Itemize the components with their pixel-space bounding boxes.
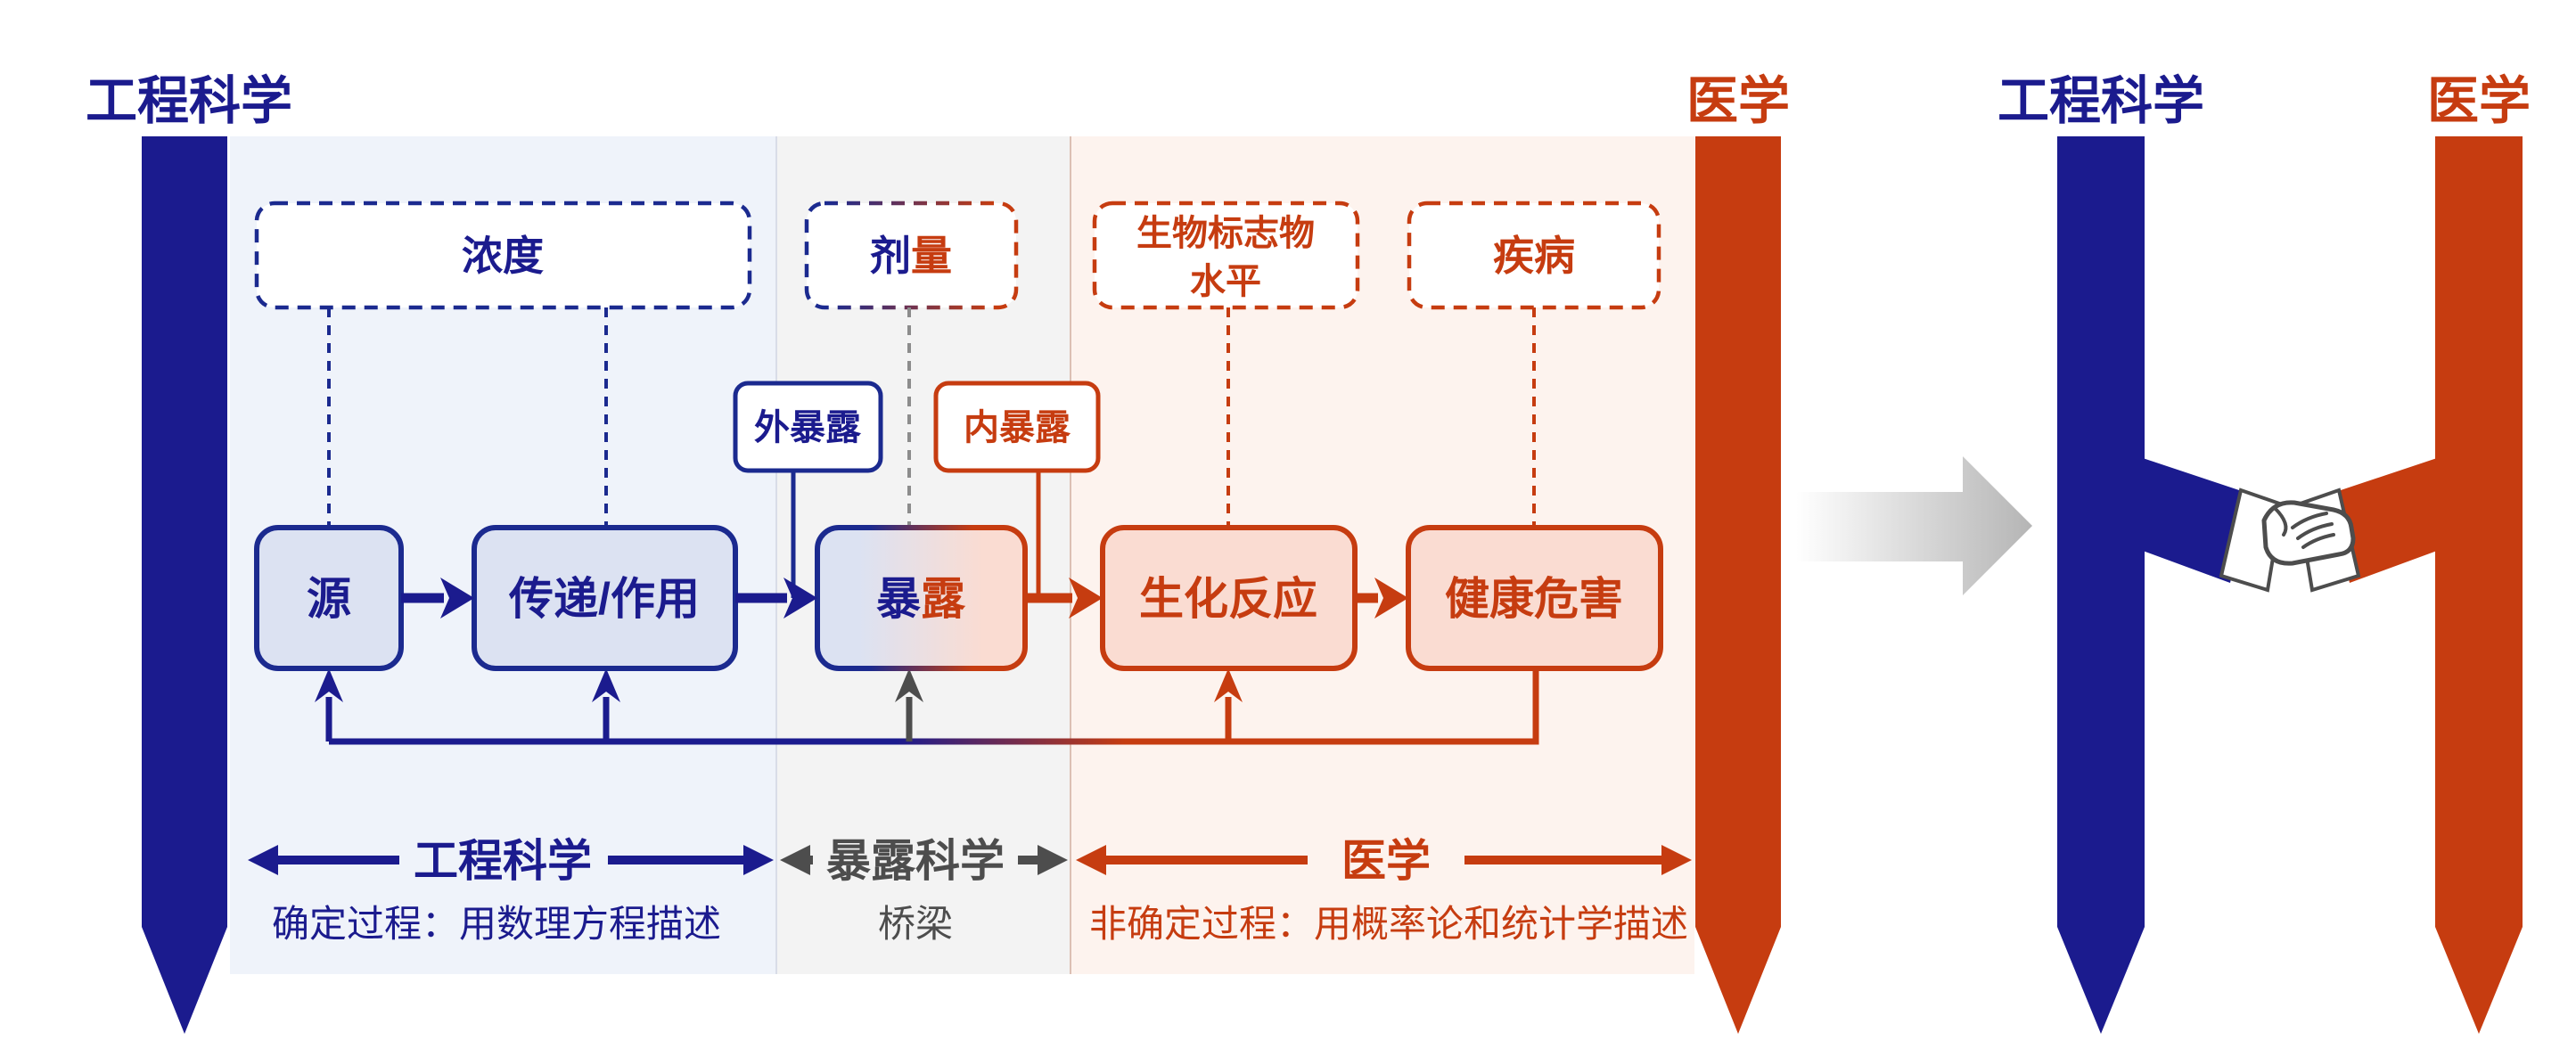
- external-exposure-tag: [733, 381, 883, 473]
- hazard-label: 健康危害: [1445, 574, 1623, 624]
- handshake-finger-2: [2296, 522, 2334, 540]
- feedback-arrow-source-head: [315, 668, 343, 702]
- medicine-bar-right: [2435, 136, 2523, 1034]
- medicine-title-right: 医学: [2427, 72, 2531, 130]
- dose-dashed-box: [804, 201, 1019, 310]
- exposure-label: 暴露: [876, 574, 966, 624]
- eng-zone-desc: 确定过程：用数理方程描述: [272, 903, 721, 945]
- feedback-arrow-exposure-head: [895, 668, 923, 702]
- biochem-label: 生化反应: [1139, 574, 1317, 624]
- feedback-loop-line: [329, 670, 1539, 745]
- handshake-thumb: [2273, 506, 2288, 537]
- dose-label: 剂量: [870, 233, 952, 279]
- engineering-title-left: 工程科学: [86, 72, 292, 130]
- source-label: 源: [307, 574, 351, 624]
- handshake-icon: [2143, 458, 2437, 593]
- medicine-bar-left: [1695, 136, 1781, 1034]
- expsci-zone-arrow-right-head: [1038, 845, 1068, 875]
- disease-label: 疾病: [1493, 233, 1575, 279]
- eng-zone-arrow-right-head: [743, 845, 774, 875]
- med-zone-label: 医学: [1341, 836, 1431, 886]
- internal-exposure-label: 内暴露: [964, 408, 1071, 447]
- engineering-bar-right: [2057, 136, 2145, 1034]
- handshake-red-arm: [2330, 458, 2437, 583]
- engineering-title-right: 工程科学: [1998, 72, 2204, 130]
- disease-dashed-box: [1407, 201, 1661, 310]
- eng-zone-arrow-left-head: [248, 845, 278, 875]
- feedback-arrow-transport-head: [592, 668, 620, 702]
- feedback-arrow-biochem-head: [1214, 668, 1243, 702]
- handshake-blue-arm: [2143, 458, 2250, 583]
- concentration-dashed-box: [254, 201, 752, 310]
- transport-label: 传递/作用: [508, 574, 700, 624]
- biomarker-dashed-box: [1092, 201, 1360, 310]
- handshake-finger-3: [2301, 533, 2335, 549]
- handshake-finger-1: [2291, 512, 2328, 529]
- arrow-transport-exposure-head: [783, 578, 817, 619]
- expsci-zone-desc: 桥梁: [878, 903, 953, 945]
- expsci-zone-label: 暴露科学: [826, 836, 1005, 886]
- medicine-title-left: 医学: [1686, 72, 1790, 130]
- biomarker-label: 生物标志物水平: [1136, 214, 1315, 301]
- internal-exposure-tag: [933, 381, 1101, 473]
- med-zone-arrow-left-head: [1076, 845, 1106, 875]
- transition-arrow-icon: [1796, 456, 2032, 595]
- expsci-zone-arrow-left-head: [780, 845, 810, 875]
- engineering-bar-left: [142, 136, 227, 1034]
- arrow-source-transport-head: [440, 578, 474, 619]
- external-exposure-label: 外暴露: [754, 408, 862, 447]
- arrow-exposure-biochem-head: [1069, 578, 1103, 619]
- med-zone-arrow-right-head: [1661, 845, 1692, 875]
- concentration-label: 浓度: [462, 233, 544, 279]
- arrow-biochem-hazard-head: [1374, 578, 1408, 619]
- med-zone-desc: 非确定过程：用概率论和统计学描述: [1089, 903, 1688, 945]
- eng-zone-label: 工程科学: [414, 836, 592, 886]
